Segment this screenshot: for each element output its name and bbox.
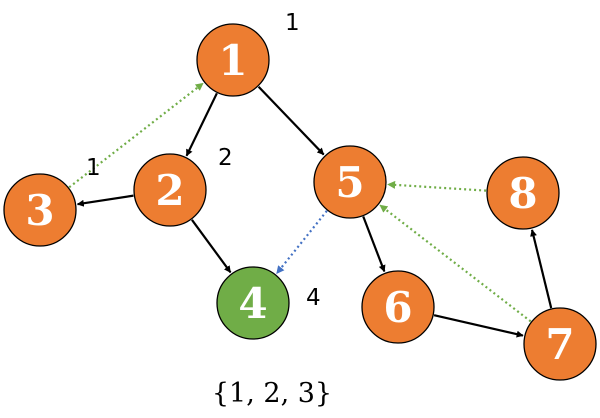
node-6: 6 — [361, 270, 435, 344]
edge-layer — [68, 82, 553, 338]
node-annotation-4: 4 — [306, 285, 321, 311]
node-label: 2 — [155, 166, 184, 215]
node-8: 8 — [486, 156, 560, 230]
edge-1-to-5 — [257, 85, 325, 156]
node-label: 3 — [25, 186, 54, 235]
edge-5-to-4 — [275, 210, 328, 275]
node-4: 4 — [216, 266, 290, 340]
node-layer: 1 2 3 4 5 6 7 8 — [3, 23, 597, 381]
node-1: 1 — [196, 23, 270, 97]
node-label: 1 — [218, 36, 247, 85]
edge-8-to-5 — [387, 180, 487, 192]
node-circle — [361, 270, 435, 344]
node-circle — [196, 23, 270, 97]
edge-2-to-4 — [191, 219, 232, 274]
node-label: 6 — [383, 283, 412, 332]
annotation-layer: 1 2 1 4 — [86, 10, 321, 311]
node-3: 3 — [3, 173, 77, 247]
edge-6-to-7 — [433, 314, 524, 338]
node-circle — [313, 145, 387, 219]
caption: {1, 2, 3} — [212, 378, 332, 409]
node-2: 2 — [133, 153, 207, 227]
node-circle — [216, 266, 290, 340]
node-7: 7 — [523, 307, 597, 381]
node-annotation-2: 2 — [218, 145, 233, 171]
edge-7-to-5 — [379, 204, 532, 323]
node-label: 4 — [238, 279, 267, 328]
edge-2-to-3 — [76, 194, 134, 207]
node-circle — [486, 156, 560, 230]
node-5: 5 — [313, 145, 387, 219]
node-annotation-1: 1 — [285, 10, 300, 36]
edge-7-to-8 — [530, 229, 553, 309]
edge-3-to-1 — [68, 82, 204, 189]
edge-5-to-6 — [362, 216, 386, 273]
edge-1-to-2 — [185, 92, 218, 157]
node-label: 5 — [335, 158, 364, 207]
node-circle — [3, 173, 77, 247]
node-circle — [523, 307, 597, 381]
node-circle — [133, 153, 207, 227]
node-label: 8 — [508, 169, 537, 218]
node-label: 7 — [545, 320, 574, 369]
node-annotation-3: 1 — [86, 155, 101, 181]
